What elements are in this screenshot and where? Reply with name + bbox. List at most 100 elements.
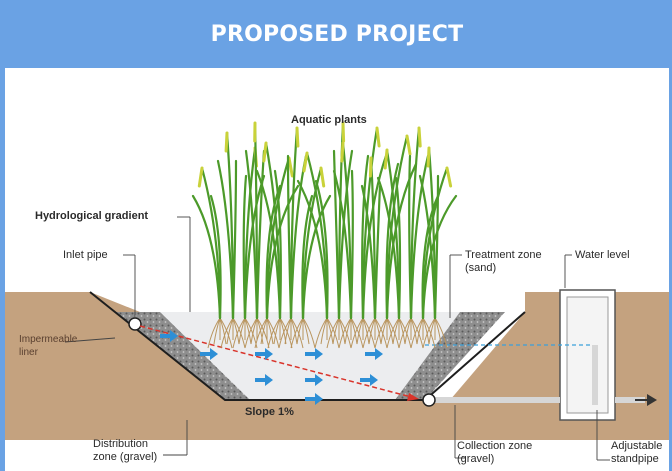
plant-tip (295, 126, 300, 148)
plant-tip (383, 148, 389, 170)
plant-root (232, 317, 246, 349)
leader-lines (64, 216, 610, 461)
plant-root (232, 317, 246, 349)
plant-root (422, 317, 430, 345)
plant-tip (368, 156, 373, 178)
collection-zone-gravel (395, 312, 505, 400)
plant-tip (262, 141, 268, 163)
plant-leaf (265, 184, 300, 320)
plant-tip (224, 131, 229, 153)
plant-root (422, 317, 436, 349)
plant-root (244, 317, 258, 349)
plant-tip (426, 146, 431, 168)
plant-root (362, 317, 376, 349)
plant-root (226, 317, 234, 345)
outlet-arrow-icon (647, 394, 657, 406)
plant-root (434, 317, 442, 345)
label-treatment-zone: Treatment zone (sand) (465, 249, 542, 274)
plant-root (374, 317, 382, 345)
collection-pipe (422, 393, 436, 407)
plant-root (220, 317, 234, 349)
plant-root (219, 317, 233, 349)
right-arrow-icon (160, 330, 178, 342)
inlet-pipe (128, 317, 142, 331)
plant-root (350, 317, 358, 345)
right-arrow-icon (200, 348, 218, 360)
plant-root (278, 317, 292, 349)
right-arrow-icon (305, 374, 323, 386)
label-adjustable-standpipe: Adjustable standpipe (611, 440, 663, 465)
plant-root (410, 317, 424, 349)
plant-leaf (394, 176, 402, 320)
label-distribution-zone: Distribution zone (gravel) (93, 438, 158, 463)
plant-root (326, 317, 340, 349)
plant-root (338, 317, 352, 349)
plant-leaf (433, 174, 440, 320)
plant-leaf (361, 154, 388, 320)
plant-tip (197, 166, 204, 188)
plant-root (338, 317, 352, 349)
plant-root (302, 317, 310, 345)
page-title: PROPOSED PROJECT (210, 21, 464, 47)
plant-root (232, 317, 240, 345)
plant-root (332, 317, 340, 345)
soil-left-bank (5, 292, 140, 440)
plant-root (266, 317, 280, 349)
plant-root (386, 317, 394, 345)
plant-root (207, 317, 221, 349)
plant-tip (445, 166, 453, 188)
plant-root (244, 317, 252, 345)
impermeable-liner (89, 291, 526, 401)
plant-root (267, 317, 281, 349)
plant-root (386, 317, 400, 349)
header-banner: PROPOSED PROJECT (5, 0, 669, 68)
plant-leaf (314, 179, 329, 320)
plant-root (338, 317, 346, 345)
label-collection-zone: Collection zone (gravel) (457, 440, 533, 465)
plant-tip (375, 126, 381, 148)
plant-root (244, 317, 258, 349)
plant-root (219, 317, 227, 345)
plant-root (266, 317, 274, 345)
plant-root (362, 317, 376, 349)
plant-root (392, 317, 400, 345)
plant-root (284, 317, 292, 345)
plant-root (434, 317, 448, 349)
plant-root (386, 317, 400, 349)
plant-leaf (273, 169, 282, 320)
plant-leaf (373, 184, 382, 320)
plant-tip (302, 151, 309, 173)
plant-root (326, 317, 340, 349)
label-aquatic-plants: Aquatic plants (291, 114, 367, 126)
label-hydrological-gradient: Hydrological gradient (35, 210, 149, 222)
plant-root (428, 317, 436, 345)
plant-root (290, 317, 304, 349)
plant-root (422, 317, 436, 349)
distribution-zone-gravel (115, 312, 250, 400)
plant-root (254, 317, 268, 349)
plant-root (326, 317, 334, 345)
plant-tip (341, 121, 346, 143)
plant-root (374, 317, 388, 349)
right-arrow-icon (360, 374, 378, 386)
plant-leaf (349, 169, 354, 320)
plant-root (398, 317, 412, 349)
plant-root (380, 317, 388, 345)
flow-arrows (160, 330, 383, 405)
plant-root (320, 317, 328, 345)
right-arrow-icon (305, 348, 323, 360)
aquatic-plants (191, 121, 458, 349)
plant-root (368, 317, 376, 345)
right-arrow-icon (255, 348, 273, 360)
plant-leaf (209, 194, 222, 320)
right-arrow-icon (305, 393, 323, 405)
plant-root (350, 317, 364, 349)
plant-root (250, 317, 258, 345)
label-water-level: Water level (575, 249, 630, 261)
chamber-inner (566, 296, 609, 414)
plant-leaf (243, 174, 266, 320)
plant-tip (287, 156, 294, 178)
plant-root (356, 317, 364, 345)
plant-root (290, 317, 298, 345)
